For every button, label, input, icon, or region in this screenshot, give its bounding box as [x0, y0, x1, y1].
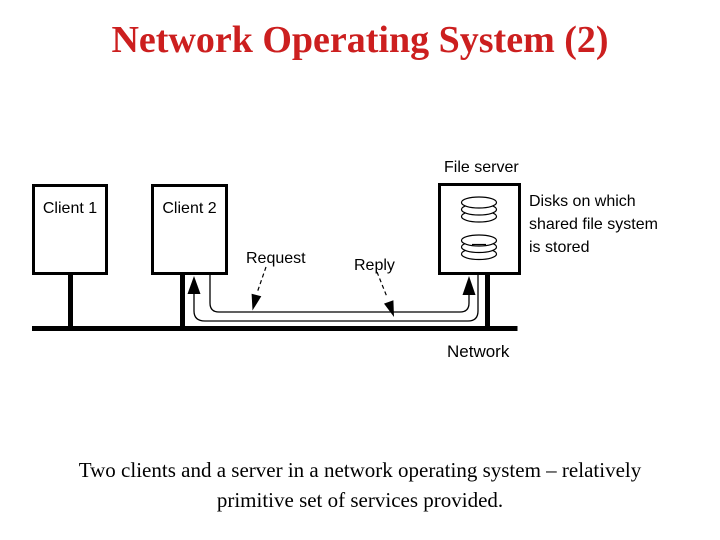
file-server-label: File server: [444, 159, 519, 176]
client2-label: Client 2: [162, 200, 217, 217]
slide-title: Network Operating System (2): [111, 19, 609, 61]
reply-path: [193, 274, 479, 322]
reply-leader-line: [376, 271, 388, 298]
slide-caption: Two clients and a server in a network op…: [0, 455, 720, 515]
reply-arrival-arrowhead-icon: [187, 276, 201, 294]
caption-line-1: Two clients and a server in a network op…: [78, 458, 642, 482]
request-path: [209, 274, 470, 313]
file-server-box: [438, 183, 521, 275]
client1-box: Client 1: [32, 184, 108, 275]
client1-label: Client 1: [42, 200, 98, 217]
request-leader-arrowhead-icon: [251, 293, 262, 311]
network-label: Network: [447, 342, 510, 361]
request-leader-line: [256, 266, 267, 294]
request-arrival-arrowhead-icon: [462, 276, 476, 295]
disks-annotation: Disks on which shared file system is sto…: [529, 193, 658, 256]
reply-leader-arrowhead-icon: [384, 300, 394, 317]
request-label: Request: [246, 250, 306, 267]
client2-box: Client 2: [151, 184, 228, 275]
caption-line-2: primitive set of services provided.: [216, 488, 504, 512]
reply-label: Reply: [354, 257, 395, 274]
